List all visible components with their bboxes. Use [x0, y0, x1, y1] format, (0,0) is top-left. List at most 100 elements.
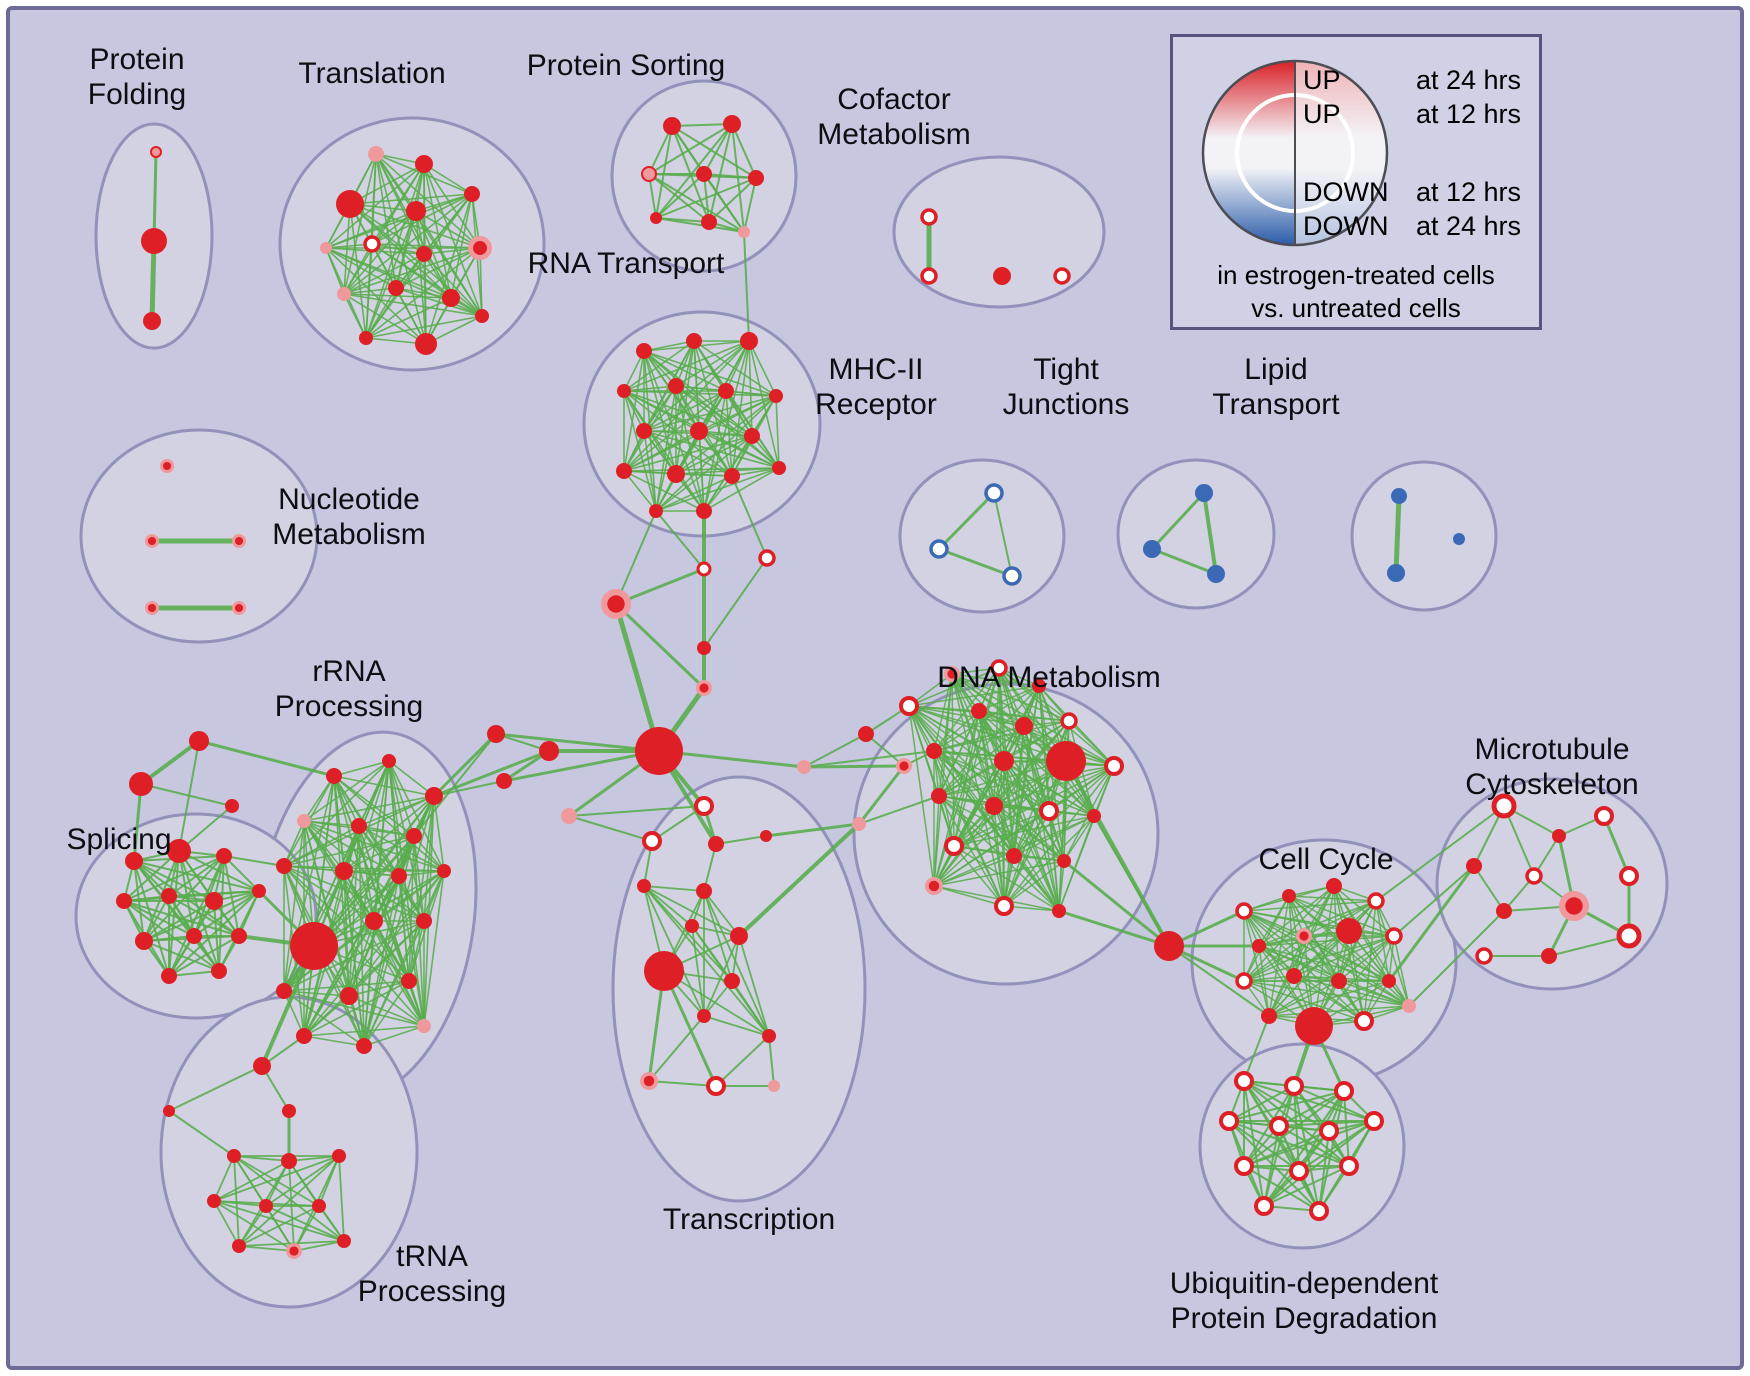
graph-edge: [671, 123, 733, 127]
graph-node-mc4: [1466, 858, 1482, 874]
graph-node-tx12: [762, 1029, 776, 1043]
graph-node-tn1: [253, 1057, 271, 1075]
graph-edge: [325, 193, 473, 249]
graph-edge: [614, 602, 706, 690]
graph-node-rr9: [391, 868, 407, 884]
graph-edge: [623, 390, 657, 512]
graph-edge: [178, 740, 200, 852]
graph-edge: [933, 860, 1065, 887]
graph-edge: [623, 470, 657, 512]
graph-node-dm6: [990, 659, 1008, 677]
graph-node-tn2: [163, 1105, 175, 1117]
graph-edge: [865, 733, 905, 767]
graph-edge: [123, 850, 180, 902]
graph-edge: [365, 193, 473, 339]
legend-box: UP at 24 hrs UP at 12 hrs DOWN at 12 hrs…: [1170, 34, 1542, 330]
graph-edge: [168, 935, 240, 977]
graph-edge: [1243, 935, 1395, 982]
graph-edge: [363, 1025, 425, 1047]
graph-edge: [643, 340, 695, 352]
graph-edge: [373, 920, 410, 982]
graph-edge: [348, 875, 400, 997]
graph-edge: [139, 739, 201, 786]
graph-edge: [333, 775, 415, 837]
graph-edge: [993, 805, 1005, 907]
graph-node-cc10: [1286, 968, 1302, 984]
graph-edge: [325, 247, 397, 289]
graph-node-tx10: [724, 973, 740, 989]
graph-edge: [933, 673, 953, 887]
graph-edge: [675, 473, 733, 477]
graph-edge: [1393, 493, 1402, 576]
graph-edge: [1288, 895, 1295, 977]
graph-edge: [233, 1155, 345, 1242]
graph-edge: [933, 750, 1005, 907]
graph-node-dm15: [931, 788, 947, 804]
graph-node-rr18: [417, 1019, 431, 1033]
graph-node-cc5: [1252, 939, 1266, 953]
graph-node-b3: [607, 595, 625, 613]
graph-edge: [703, 890, 740, 937]
graph-edge: [651, 805, 705, 842]
graph-node-ub12: [1309, 1201, 1329, 1221]
graph-edge: [1258, 900, 1377, 947]
graph-edge: [655, 123, 733, 219]
graph-edge: [283, 865, 445, 872]
graph-edge: [223, 855, 285, 867]
graph-edge: [1268, 935, 1395, 1017]
graph-node-b5: [699, 683, 709, 693]
graph-edge: [643, 885, 693, 927]
graph-node-mc11: [1475, 947, 1493, 965]
graph-edge: [1293, 935, 1395, 977]
graph-edge: [1268, 1005, 1410, 1017]
graph-edge: [293, 1240, 345, 1252]
graph-edge: [1263, 1165, 1350, 1207]
graph-edge: [303, 920, 375, 1037]
graph-node-rt6: [718, 383, 734, 399]
legend-time-label: at 24 hrs: [1415, 211, 1521, 241]
graph-edge: [423, 163, 473, 195]
network-graph: [74, 79, 1669, 1309]
graph-edge: [213, 1160, 290, 1202]
graph-edge: [568, 815, 653, 842]
graph-edge: [978, 710, 1095, 817]
graph-edge: [213, 1200, 345, 1242]
graph-node-dm22: [928, 880, 940, 892]
graph-edge: [123, 900, 220, 972]
graph-node-nm4: [147, 603, 157, 613]
graph-node-rrhub: [290, 922, 338, 970]
graph-edge: [398, 875, 425, 922]
graph-node-tn4: [227, 1149, 241, 1163]
graph-edge: [1338, 980, 1410, 1007]
graph-edge: [1243, 935, 1305, 982]
graph-edge: [388, 760, 425, 922]
graph-edge: [365, 287, 397, 339]
graph-edge: [953, 810, 1050, 847]
graph-node-st3: [225, 799, 239, 813]
graph-edge: [698, 430, 705, 512]
graph-edge: [737, 822, 861, 938]
graph-edge: [365, 315, 483, 339]
graph-edge: [348, 995, 425, 1027]
graph-edge: [333, 775, 360, 827]
graph-node-dm9: [1015, 717, 1033, 735]
graph-node-rt1: [636, 343, 652, 359]
graph-edge: [703, 173, 745, 233]
graph-edge: [303, 795, 435, 822]
cluster-ellipse-transcription: [611, 775, 867, 1203]
graph-edge: [168, 970, 220, 977]
graph-edge: [375, 153, 481, 249]
graph-edge: [423, 163, 481, 249]
graph-edge: [149, 238, 157, 324]
graph-edge: [168, 855, 225, 897]
graph-edge: [802, 764, 906, 769]
graph-node-tx6: [696, 883, 712, 899]
graph-node-tr4: [406, 201, 426, 221]
graph-edge: [643, 885, 740, 937]
graph-node-tr12: [442, 289, 460, 307]
graph-edge: [371, 243, 481, 249]
graph-edge: [933, 885, 1005, 907]
graph-edge: [623, 467, 780, 472]
graph-edge: [1258, 945, 1365, 1022]
graph-edge: [648, 173, 745, 233]
